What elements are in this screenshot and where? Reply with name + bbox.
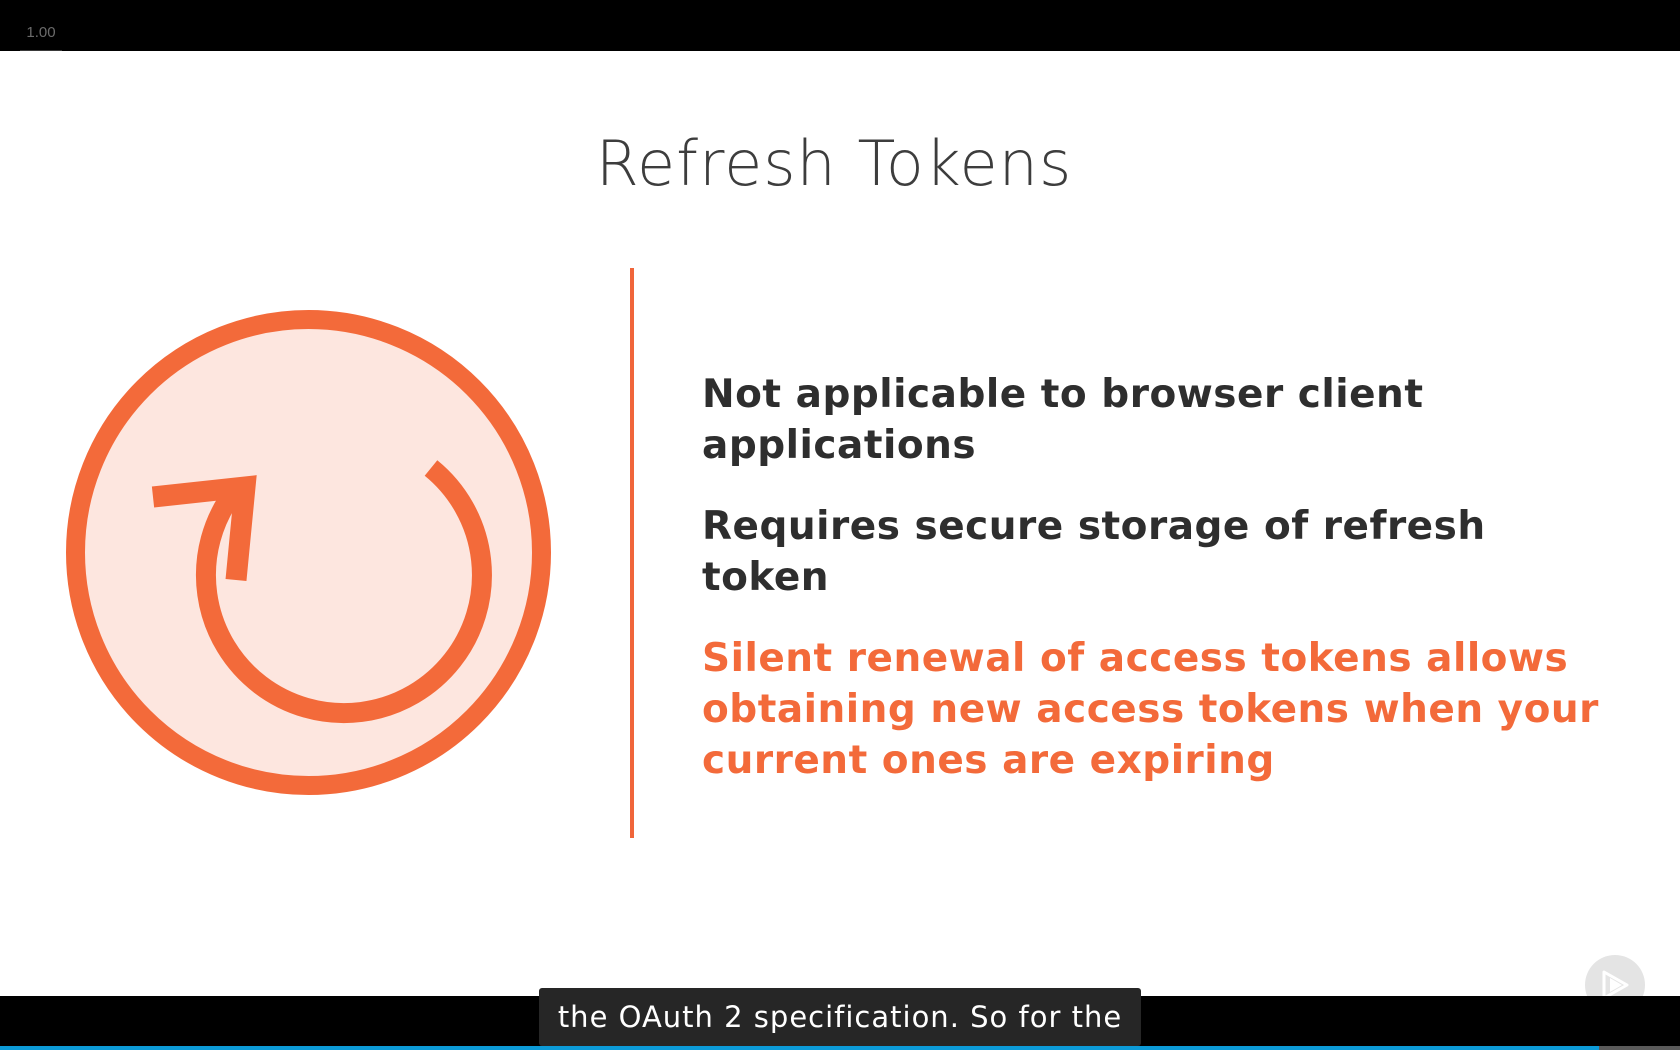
refresh-icon-arc	[195, 460, 492, 724]
refresh-icon-outer-circle	[66, 310, 551, 795]
progress-bar-fill	[0, 1046, 1600, 1050]
player-top-bar: 1.00	[0, 0, 1680, 52]
bullet-item: Requires secure storage of refresh token	[702, 504, 1486, 600]
play-next-icon	[1602, 970, 1629, 1000]
slide-title: Refresh Tokens	[595, 127, 1073, 200]
caption-text: the OAuth 2 specification. So for the	[539, 988, 1141, 1046]
bullet-list: Not applicable to browser client applica…	[702, 369, 1602, 816]
progress-bar[interactable]	[0, 1046, 1680, 1050]
refresh-icon-arrowhead	[151, 475, 257, 582]
bullet-item-highlighted: Silent renewal of access tokens allows o…	[702, 636, 1599, 783]
slide-divider	[630, 268, 634, 838]
refresh-circle-icon	[66, 310, 551, 795]
playback-speed-button[interactable]: 1.00	[20, 22, 62, 52]
bullet-item: Not applicable to browser client applica…	[702, 372, 1424, 468]
slide: Refresh Tokens Not applicable to browser…	[0, 51, 1680, 1015]
